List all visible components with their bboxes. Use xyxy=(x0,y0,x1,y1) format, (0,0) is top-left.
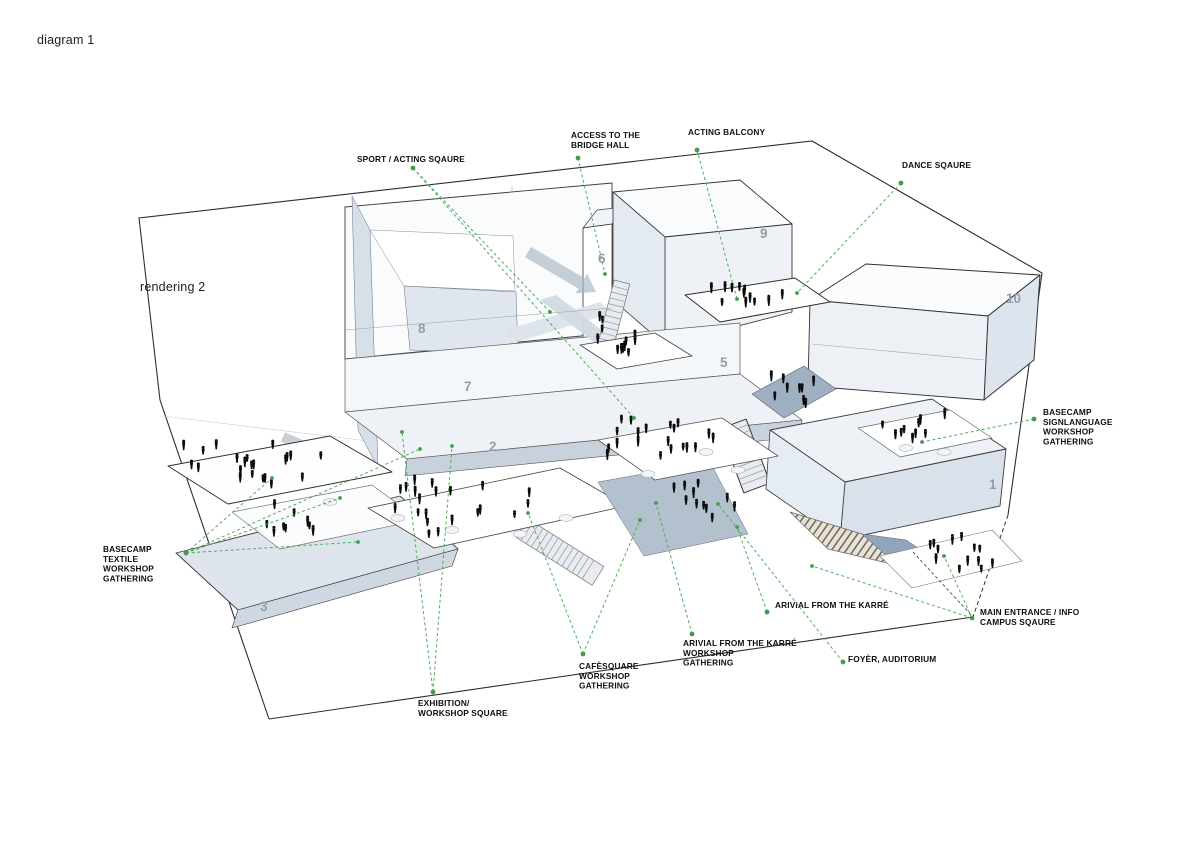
annotation-dance-square: DANCE SQAURE xyxy=(795,160,971,295)
label-dot xyxy=(410,165,416,171)
label-dot xyxy=(694,147,700,153)
people-cluster-cafesquare-crowd xyxy=(672,478,737,523)
annotation-label: SPORT / ACTING SQAURE xyxy=(357,154,465,164)
target-dot xyxy=(795,291,799,295)
label-dot xyxy=(689,631,695,637)
zone-number-8: 8 xyxy=(418,321,426,336)
zone-number-5: 5 xyxy=(720,355,728,370)
annotation-exhibition-workshop-square: EXHIBITION/WORKSHOP SQUARE xyxy=(400,430,508,718)
label-dot xyxy=(898,180,904,186)
label-dot xyxy=(969,615,975,621)
target-dot xyxy=(735,525,739,529)
building-massing xyxy=(167,179,1041,629)
target-dot xyxy=(356,540,360,544)
annotation-arrival-from-karre: ARIVIAL FROM THE KARRÉ xyxy=(735,525,889,615)
people-cluster-acting-balcony-crowd xyxy=(709,281,784,308)
label-dot xyxy=(1031,416,1037,422)
annotation-label: DANCE SQAURE xyxy=(902,160,971,170)
target-dot xyxy=(548,310,552,314)
people-cluster-signlanguage-crowd xyxy=(880,408,947,444)
people-cluster-center-left-plaza-crowd xyxy=(393,480,531,538)
annotation-label: FOYÈR, AUDITORIUM xyxy=(848,654,936,664)
zone-number-1: 1 xyxy=(989,477,997,492)
people-cluster-upper-terrace-crowd xyxy=(769,370,816,409)
target-dot xyxy=(400,430,404,434)
annotation-label: ARIVIAL FROM THE KARRÉ xyxy=(775,600,889,610)
zone-number-10: 10 xyxy=(1006,291,1021,306)
people-cluster-stair-crowd xyxy=(596,310,605,344)
target-dot xyxy=(654,501,658,505)
label-dot xyxy=(575,155,581,161)
people-cluster-bridge-platform-crowd xyxy=(616,329,637,357)
zone-number-7: 7 xyxy=(464,379,472,394)
target-dot xyxy=(603,272,607,276)
label-dot xyxy=(764,609,770,615)
annotation-label: EXHIBITION/WORKSHOP SQUARE xyxy=(418,698,508,718)
people-cluster-center-plaza-crowd xyxy=(605,414,715,460)
target-dot xyxy=(450,444,454,448)
caption-diagram-1: diagram 1 xyxy=(37,33,95,47)
annotation-sport-acting-square: SPORT / ACTING SQAURE xyxy=(357,154,636,420)
zone-number-9: 9 xyxy=(760,226,768,241)
people-cluster-exhibition-crowd xyxy=(404,474,453,497)
target-dot xyxy=(942,554,946,558)
target-dot xyxy=(638,518,642,522)
people-cluster-left-lower-crowd xyxy=(265,499,315,537)
label-dot xyxy=(840,659,846,665)
annotation-acting-balcony: ACTING BALCONY xyxy=(688,127,766,301)
target-dot xyxy=(735,297,739,301)
target-dot xyxy=(418,447,422,451)
caption-rendering-2: rendering 2 xyxy=(140,280,206,294)
target-dot xyxy=(338,496,342,500)
target-dot xyxy=(526,511,530,515)
target-dot xyxy=(270,476,274,480)
zone-number-2: 2 xyxy=(489,439,497,454)
people-cluster-left-wing-crowd xyxy=(182,439,323,489)
target-dot xyxy=(716,502,720,506)
label-dot xyxy=(183,550,189,556)
zone-numbers: 1 2 3 5 6 7 8 9 10 xyxy=(260,226,1021,614)
target-dot xyxy=(810,564,814,568)
label-dot xyxy=(580,651,586,657)
annotation-label: ACTING BALCONY xyxy=(688,127,766,137)
zone-number-3: 3 xyxy=(260,599,268,614)
target-dot xyxy=(632,416,636,420)
people-figures xyxy=(182,281,995,574)
label-dot xyxy=(430,689,436,695)
zone-number-6: 6 xyxy=(598,251,606,266)
people-cluster-entrance-crowd xyxy=(928,531,995,574)
annotation-foyer-auditorium: FOYÈR, AUDITORIUM xyxy=(716,502,936,665)
target-dot xyxy=(920,440,924,444)
